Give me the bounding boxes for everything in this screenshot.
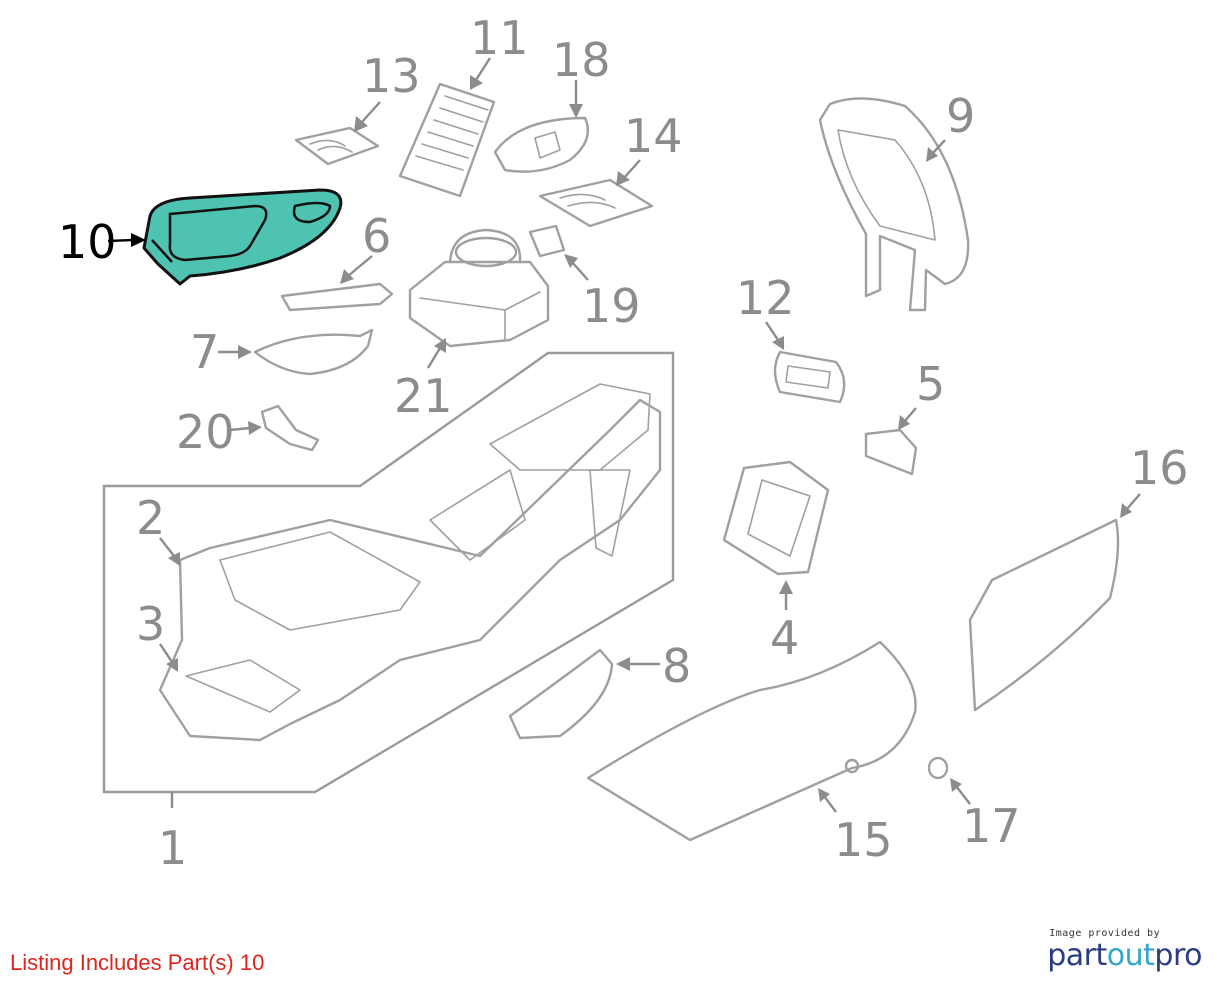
callout-16: 16 — [1130, 441, 1189, 495]
logo-word-end: pro — [1154, 938, 1202, 973]
callout-11: 11 — [470, 11, 529, 65]
logo-wordmark: partoutpro — [1047, 939, 1202, 973]
callout-1: 1 — [158, 821, 187, 875]
callout-13: 13 — [362, 49, 421, 103]
part-18-bracket[interactable] — [493, 116, 590, 173]
part-13-pad[interactable] — [294, 126, 380, 166]
part-17-grommet[interactable] — [927, 756, 949, 780]
logo-word-mid: out — [1106, 938, 1155, 973]
part-12-vent[interactable] — [773, 350, 846, 404]
part-4-bin[interactable] — [722, 460, 830, 576]
callout-21: 21 — [394, 369, 453, 423]
partoutpro-logo: Image provided by partoutpro — [1047, 928, 1202, 973]
callout-15: 15 — [834, 813, 893, 867]
part-8-trim[interactable] — [508, 648, 614, 740]
listing-includes-text: Listing Includes Part(s) 10 — [10, 950, 265, 975]
callout-3: 3 — [136, 597, 165, 651]
part-1-console-body[interactable] — [158, 383, 662, 742]
assembly-frame — [102, 351, 675, 794]
part-10-trim-panel[interactable] — [142, 188, 343, 286]
part-5-insert[interactable] — [864, 428, 918, 476]
part-16-side-panel[interactable] — [968, 518, 1120, 712]
callout-19: 19 — [582, 279, 641, 333]
callout-14: 14 — [624, 109, 683, 163]
callout-17: 17 — [962, 799, 1021, 853]
callout-4: 4 — [770, 611, 799, 665]
callout-2: 2 — [136, 491, 165, 545]
part-9-armrest-lid[interactable] — [818, 97, 970, 312]
callout-18: 18 — [552, 33, 611, 87]
part-20-latch[interactable] — [260, 404, 320, 452]
callout-6: 6 — [362, 209, 391, 263]
part-14-mat[interactable] — [538, 178, 654, 228]
callout-7: 7 — [190, 325, 219, 379]
part-21-shifter-module[interactable] — [408, 228, 550, 348]
part-19-clip[interactable] — [528, 224, 566, 258]
callout-5: 5 — [916, 357, 945, 411]
part-7-cover[interactable] — [253, 328, 374, 376]
part-6-strip[interactable] — [280, 282, 394, 312]
part-15-panel[interactable] — [586, 640, 917, 842]
callout-20: 20 — [176, 405, 235, 459]
logo-caption: Image provided by — [1049, 928, 1161, 939]
callout-9: 9 — [946, 89, 975, 143]
callout-10: 10 — [58, 215, 117, 269]
logo-word-start: part — [1047, 938, 1107, 973]
callout-12: 12 — [736, 271, 795, 325]
callout-arrows — [107, 57, 1141, 813]
callout-8: 8 — [662, 639, 691, 693]
part-11-grille[interactable] — [398, 82, 496, 198]
